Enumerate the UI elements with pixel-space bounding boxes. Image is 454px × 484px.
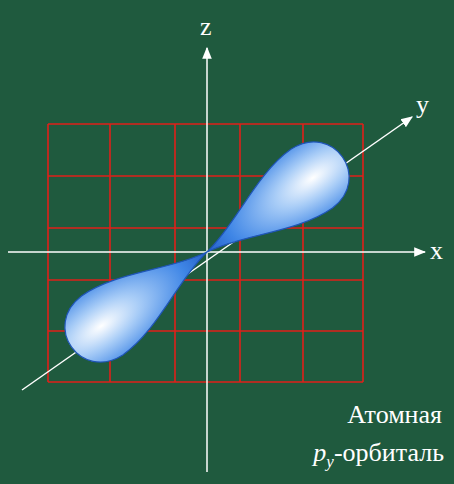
caption-text: -орбиталь: [334, 438, 444, 467]
x-axis: [8, 251, 425, 253]
y-axis: [22, 117, 412, 390]
axis-label: x: [430, 238, 443, 264]
axis-label: y: [416, 92, 429, 118]
grid: [48, 124, 363, 382]
orbital-lobe: [186, 128, 363, 282]
orbital-lobe: [51, 223, 228, 377]
caption-text: p: [313, 438, 326, 467]
caption-subscript: y: [326, 452, 334, 471]
axis-label: z: [200, 14, 212, 40]
caption-text: Атомная: [347, 402, 442, 428]
caption-line: py-орбиталь: [313, 440, 444, 466]
